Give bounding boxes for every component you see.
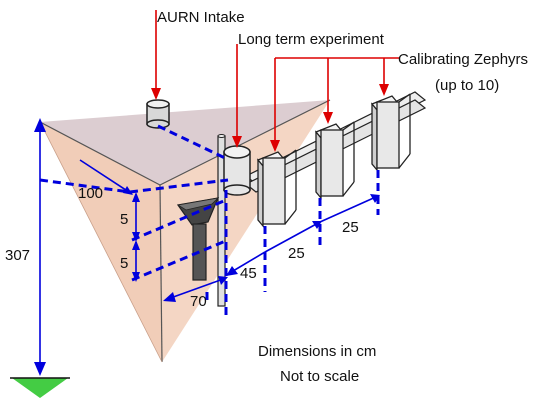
- calibrating-label-line2: (up to 10): [435, 77, 499, 94]
- dimension-arrows: [34, 118, 380, 376]
- long-term-label: Long term experiment: [238, 31, 385, 48]
- dimension-reference-lines: [39, 124, 380, 320]
- dimension-label: 5: [120, 255, 128, 272]
- long-term-device: [223, 145, 251, 196]
- dimension-label: 25: [342, 219, 359, 236]
- aurn-intake-device: [146, 99, 170, 129]
- aurn-intake-label: AURN Intake: [157, 9, 245, 26]
- zephyr-device: [370, 93, 411, 172]
- units-note: Dimensions in cm: [258, 343, 376, 360]
- calibrating-label-line1: Calibrating Zephyrs: [398, 51, 528, 68]
- roof-edge-left: [39, 121, 161, 186]
- corner-edge: [159, 184, 163, 363]
- scale-note: Not to scale: [280, 368, 359, 385]
- dimension-label: 307: [5, 247, 30, 264]
- ground-marker: [12, 378, 68, 398]
- callout-lines: [151, 10, 400, 152]
- wall-edge-back: [39, 121, 163, 363]
- roof-face: [40, 100, 330, 185]
- roof-edge-right: [159, 99, 331, 186]
- dimension-label: 5: [120, 211, 128, 228]
- zephyr-device: [256, 149, 297, 228]
- dimension-label: 100: [78, 185, 103, 202]
- dimension-label: 45: [240, 265, 257, 282]
- dimension-label: 70: [190, 293, 207, 310]
- dimension-label: 25: [288, 245, 305, 262]
- funnel-inlet: [176, 197, 220, 281]
